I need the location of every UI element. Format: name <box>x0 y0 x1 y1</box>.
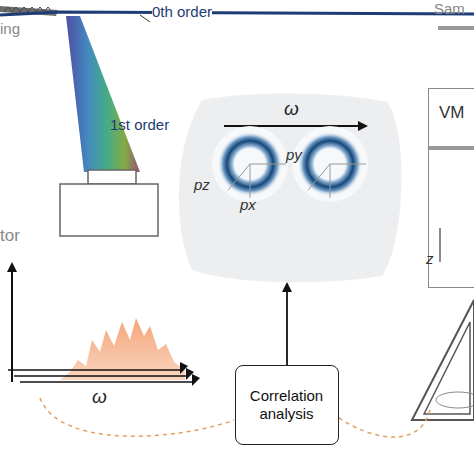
zeroth-order-beam <box>0 12 474 15</box>
process-box: Correlation analysis <box>235 365 339 445</box>
beam-label: 0th order <box>152 3 212 20</box>
detector <box>60 184 158 236</box>
correlation-line <box>40 398 234 436</box>
first-order-beam <box>66 16 140 172</box>
axis-label: px <box>240 196 256 213</box>
prism <box>412 300 474 420</box>
momentum-map-region: ω py pz px <box>172 90 408 284</box>
sample <box>438 26 474 30</box>
beam-label: 1st order <box>110 116 169 133</box>
box-text: VM <box>439 103 465 123</box>
part-label: tor <box>0 226 20 246</box>
axis-label: ω <box>92 386 107 408</box>
axis-label: z <box>426 250 434 267</box>
axis-label: pz <box>194 176 210 193</box>
axis-label: py <box>286 146 302 163</box>
spectrometer-box: VM <box>428 88 474 288</box>
detector-head <box>88 170 136 184</box>
part-label: ing <box>0 20 20 37</box>
part-label: Sam <box>434 0 465 17</box>
correlation-line <box>336 410 430 437</box>
omega-label: ω <box>284 98 299 120</box>
arrow-connector <box>282 282 292 365</box>
box-text: Correlation analysis <box>241 387 333 423</box>
